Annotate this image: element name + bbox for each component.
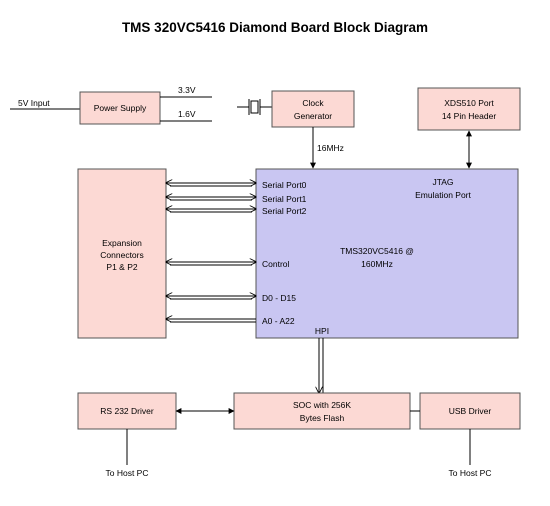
- soc-flash-label-1: SOC with 256K: [293, 400, 351, 410]
- jtag-label-1: JTAG: [432, 177, 453, 187]
- control-label: Control: [262, 259, 290, 269]
- serial-port0-label: Serial Port0: [262, 180, 307, 190]
- hpi-bus: [319, 338, 324, 393]
- control-bus: [166, 262, 256, 266]
- power-supply-group: 5V Input Power Supply 3.3V 1.6V: [10, 85, 212, 125]
- expansion-connectors-block: [77, 168, 167, 339]
- address-bus-label: A0 - A22: [262, 316, 295, 326]
- expansion-label-1: Expansion: [102, 238, 142, 248]
- power-supply-block: [79, 91, 161, 125]
- diagram-title: TMS 320VC5416 Diamond Board Block Diagra…: [122, 20, 428, 35]
- jtag-label-2: Emulation Port: [415, 190, 471, 200]
- dsp-label-1: TMS320VC5416 @: [340, 246, 414, 256]
- data-bus: [166, 296, 256, 300]
- soc-flash-label-2: Bytes Flash: [300, 413, 345, 423]
- clock-generator-label-1: Clock: [302, 98, 324, 108]
- xds510-port-block: [417, 87, 521, 131]
- clock-generator-block: [271, 90, 355, 128]
- serial-port2-label: Serial Port2: [262, 206, 307, 216]
- out-3v3-label: 3.3V: [178, 85, 196, 95]
- hpi-label: HPI: [315, 326, 329, 336]
- dsp-block: [255, 168, 519, 339]
- clock-freq-label: 16MHz: [317, 143, 344, 153]
- address-bus: [166, 319, 256, 323]
- rs232-driver-block: [77, 392, 177, 430]
- out-1v6-label: 1.6V: [178, 109, 196, 119]
- serial-port2-bus: [166, 209, 256, 213]
- usb-driver-label: USB Driver: [449, 406, 492, 416]
- host-pc-right-label: To Host PC: [449, 468, 492, 478]
- crystal-icon: [237, 99, 272, 115]
- input-5v-label: 5V Input: [18, 98, 50, 108]
- data-bus-label: D0 - D15: [262, 293, 296, 303]
- power-supply-label: Power Supply: [94, 103, 147, 113]
- host-pc-left-label: To Host PC: [106, 468, 149, 478]
- clock-generator-label-2: Generator: [294, 111, 332, 121]
- expansion-label-2: Connectors: [100, 250, 143, 260]
- xds510-port-label-2: 14 Pin Header: [442, 111, 497, 121]
- rs232-driver-label: RS 232 Driver: [100, 406, 154, 416]
- serial-port1-label: Serial Port1: [262, 194, 307, 204]
- soc-flash-block: [233, 392, 411, 430]
- serial-port0-bus: [166, 183, 256, 187]
- xds510-port-label-1: XDS510 Port: [444, 98, 494, 108]
- serial-port1-bus: [166, 197, 256, 201]
- expansion-label-3: P1 & P2: [106, 262, 137, 272]
- dsp-label-2: 160MHz: [361, 259, 393, 269]
